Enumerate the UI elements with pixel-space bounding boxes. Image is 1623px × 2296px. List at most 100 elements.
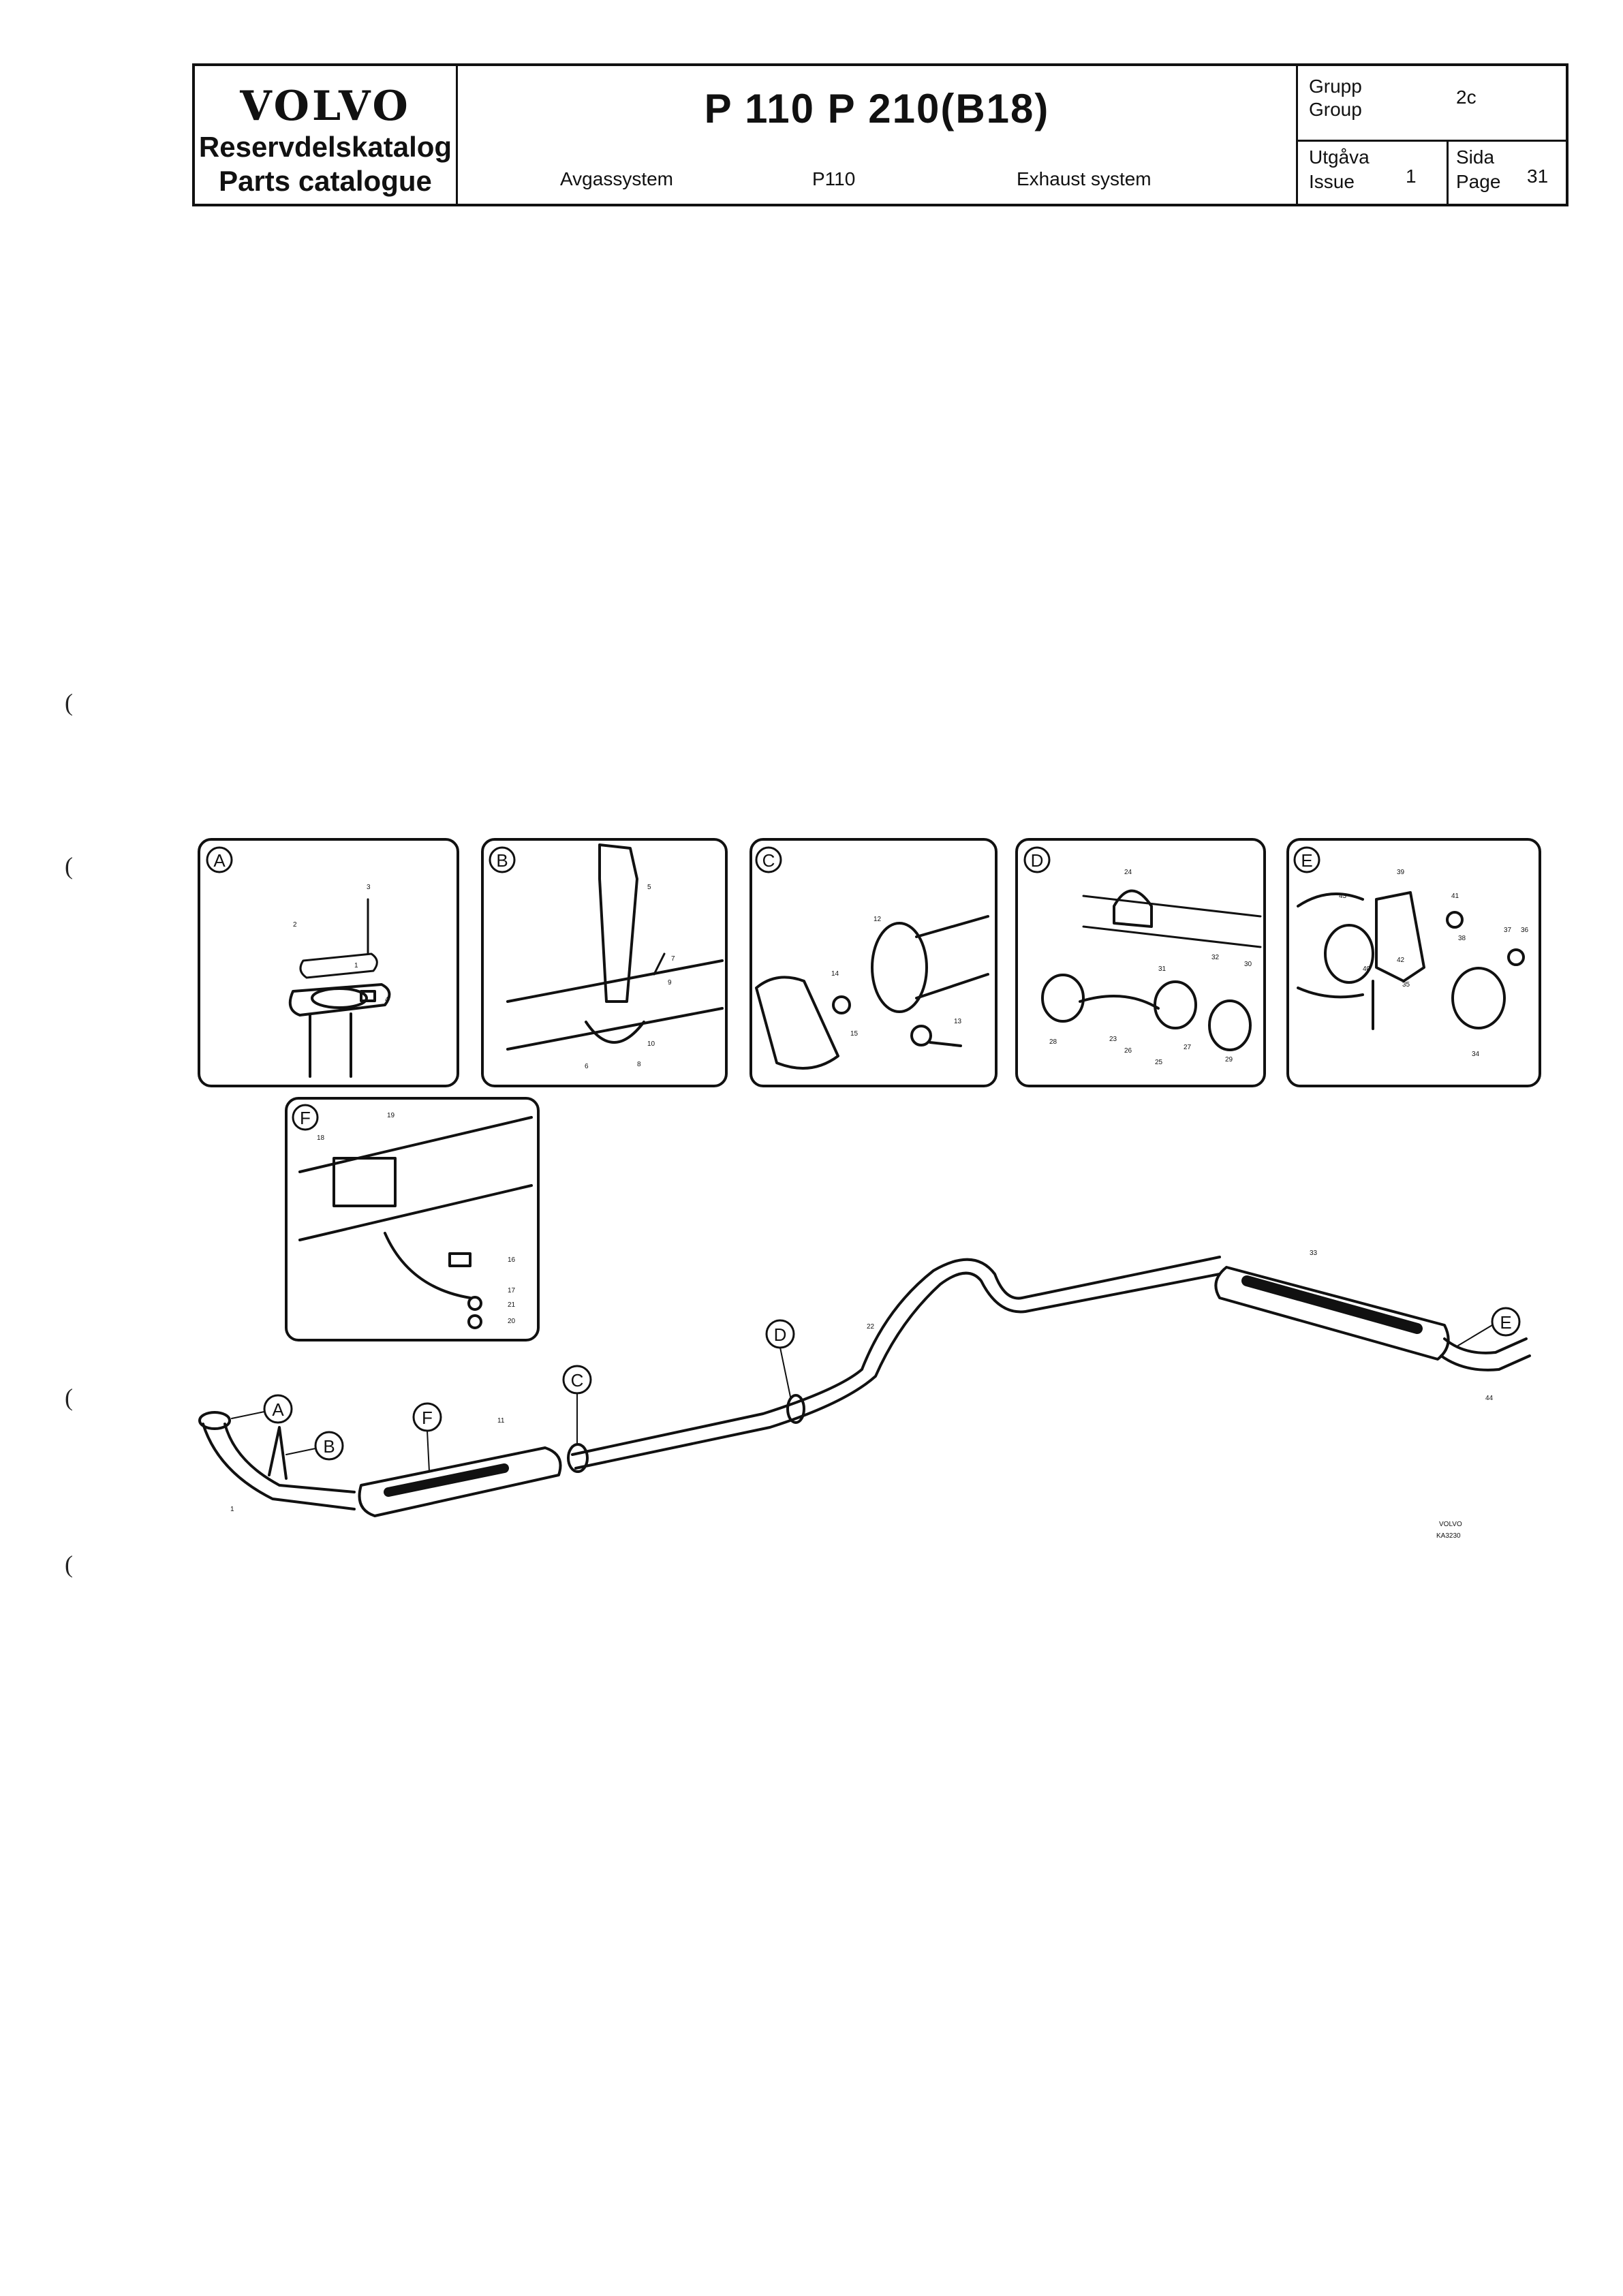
part-number: 28 — [1049, 1038, 1057, 1046]
detail-e-badge — [1293, 846, 1320, 873]
part-number: 26 — [1124, 1047, 1132, 1055]
intermediate-pipe — [574, 1271, 1221, 1470]
detail-b-bracket — [598, 843, 638, 1003]
part-number: 25 — [1155, 1059, 1163, 1066]
meta-cell: Grupp Group 2c Utgåva Issue 1 Sida Page … — [1298, 66, 1566, 204]
issue-label-se: Utgåva — [1309, 146, 1370, 168]
part-number: 13 — [954, 1018, 962, 1025]
part-number: 27 — [1184, 1044, 1192, 1051]
detail-e — [1286, 838, 1541, 1087]
detail-d-body — [1082, 895, 1262, 948]
part-number: 16 — [508, 1256, 516, 1264]
intermediate-pipe — [571, 1256, 1221, 1456]
part-number: 41 — [1451, 893, 1459, 900]
leader — [779, 1347, 791, 1397]
callout-b-circle — [314, 1431, 344, 1461]
detail-c-badge — [755, 846, 782, 873]
detail-b-pipe — [506, 1007, 724, 1051]
part-number: 20 — [508, 1318, 516, 1325]
catalog-header: VOLVO Reservdelskatalog Parts catalogue … — [192, 63, 1568, 206]
detail-c-nut — [910, 1025, 932, 1046]
detail-e-frame — [1286, 838, 1541, 1087]
callout-d: D — [774, 1324, 787, 1345]
part-number: 14 — [831, 970, 839, 978]
figure-code-brand: VOLVO — [1439, 1521, 1462, 1528]
detail-e-bracket — [1375, 891, 1425, 982]
section-model: P110 — [812, 168, 856, 189]
issue-label-en: Issue — [1309, 171, 1355, 192]
detail-d-ring-right — [1154, 980, 1197, 1029]
group-box: Grupp Group 2c — [1298, 66, 1566, 142]
hanger-d — [786, 1394, 805, 1424]
part-number: 29 — [1225, 1056, 1233, 1064]
page-value: 31 — [1527, 166, 1549, 187]
detail-f-strap — [384, 1232, 472, 1299]
detail-f-frame — [285, 1097, 540, 1341]
part-number: 10 — [647, 1040, 655, 1048]
detail-f-insulation — [333, 1157, 397, 1207]
detail-d-link — [1079, 995, 1160, 1010]
margin-mark: ( — [65, 852, 73, 880]
part-number: 19 — [387, 1112, 395, 1119]
issue-box: Utgåva Issue 1 — [1298, 140, 1449, 204]
front-pipe-flange — [198, 1411, 231, 1430]
detail-d-letter: D — [1031, 850, 1044, 871]
detail-e-washer — [1507, 948, 1525, 966]
detail-d-ring-left — [1041, 974, 1085, 1023]
section-title-se: Avgassystem — [560, 168, 673, 189]
margin-mark: ( — [65, 689, 73, 716]
rear-muffler-insulation — [1241, 1275, 1423, 1334]
part-number: 39 — [1397, 869, 1405, 876]
tail-pipe — [1440, 1354, 1531, 1371]
detail-c-pipe — [915, 915, 989, 999]
part-number: 17 — [508, 1287, 516, 1294]
part-number: 32 — [1211, 954, 1220, 961]
front-pipe — [223, 1423, 356, 1493]
front-muffler-insulation — [384, 1463, 509, 1497]
part-number: 37 — [1504, 927, 1512, 934]
detail-e-nut — [1446, 911, 1464, 929]
front-pipe — [202, 1423, 356, 1510]
catalog-title-se: Reservdelskatalog — [198, 131, 452, 163]
figure-code-number: KA3230 — [1436, 1532, 1461, 1540]
part-number: 35 — [1402, 981, 1410, 989]
detail-f — [285, 1097, 540, 1341]
detail-c-washer — [832, 995, 851, 1014]
detail-b-bolt — [653, 952, 666, 976]
leader — [231, 1411, 265, 1419]
detail-d — [1015, 838, 1266, 1087]
detail-f-washer — [467, 1314, 482, 1329]
front-muffler — [358, 1446, 562, 1517]
part-number: 38 — [1458, 935, 1466, 942]
part-number: 2 — [293, 921, 297, 929]
callout-a: A — [272, 1399, 284, 1420]
callout-f: F — [422, 1408, 433, 1428]
page-label-en: Page — [1456, 171, 1501, 192]
detail-a-letter: A — [213, 850, 226, 871]
detail-b-pipe — [506, 959, 724, 1003]
detail-f-nut — [467, 1296, 482, 1311]
part-number: 22 — [867, 1323, 875, 1331]
detail-f-bracket — [448, 1252, 472, 1267]
detail-c-frame — [749, 838, 998, 1087]
callout-a-circle — [263, 1394, 293, 1424]
part-number: 1 — [230, 1506, 234, 1513]
part-number: 40 — [1363, 965, 1371, 973]
leader — [285, 1448, 316, 1455]
part-number: 36 — [1521, 927, 1529, 934]
tail-pipe — [1443, 1337, 1528, 1354]
detail-b-frame — [481, 838, 728, 1087]
part-number: 12 — [874, 916, 882, 923]
leader — [427, 1430, 430, 1472]
detail-c-clamp — [871, 922, 928, 1013]
detail-a-frame — [198, 838, 459, 1087]
part-number: 43 — [1339, 893, 1347, 900]
title-cell: P 110 P 210(B18) Avgassystem P110 Exhaus… — [458, 66, 1298, 204]
part-number: 33 — [1310, 1250, 1318, 1257]
catalog-title-en: Parts catalogue — [219, 165, 432, 197]
detail-b-badge — [489, 846, 516, 873]
part-number: 6 — [585, 1063, 589, 1070]
rear-muffler — [1214, 1266, 1450, 1361]
part-number: 4 — [385, 996, 389, 1004]
